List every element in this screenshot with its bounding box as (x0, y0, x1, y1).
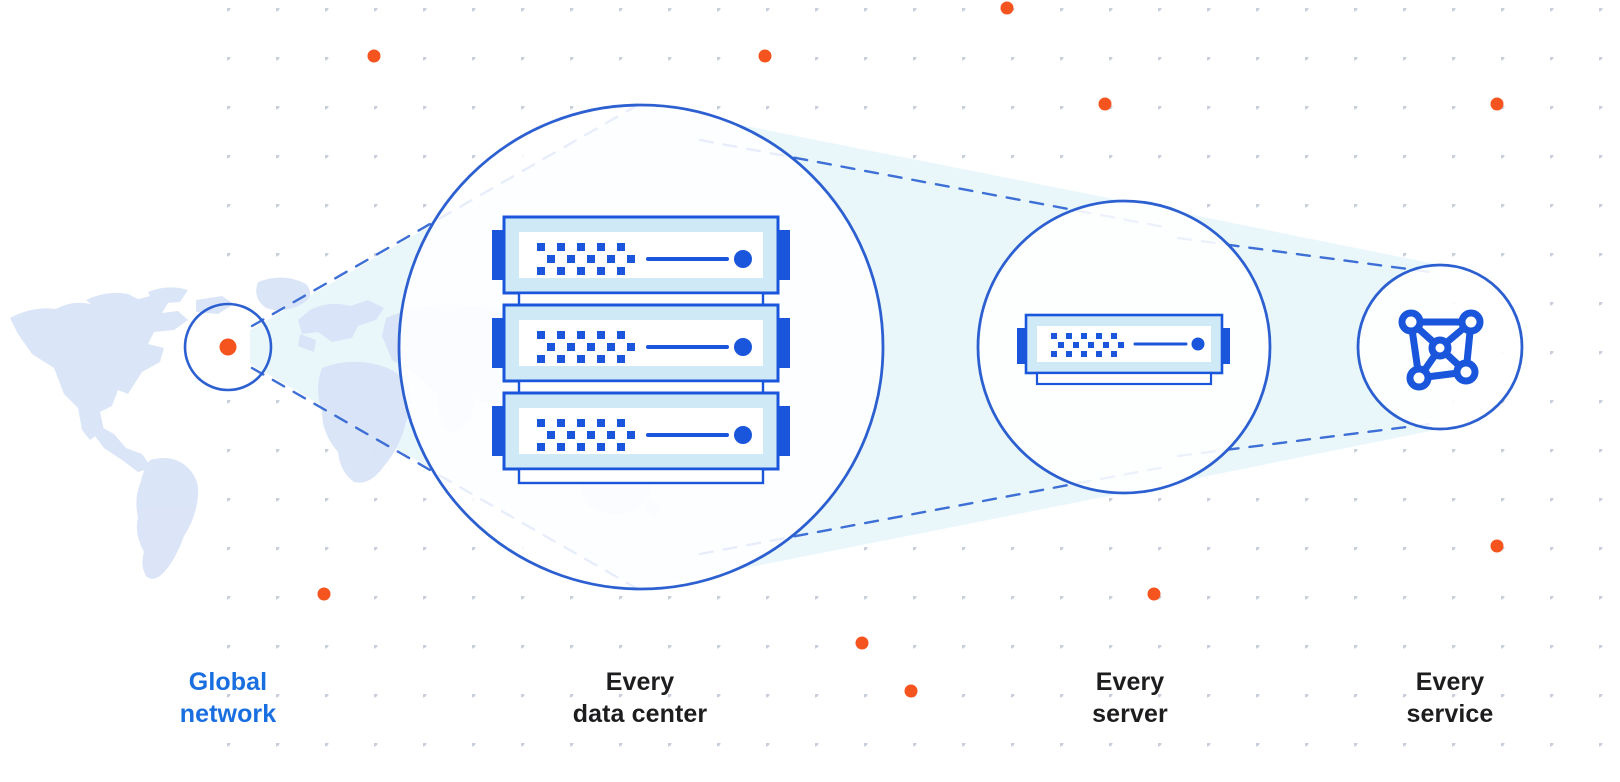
server-led-grid (537, 419, 635, 451)
accent-dot (367, 49, 381, 63)
accent-dot (317, 587, 331, 601)
accent-dot (855, 636, 869, 650)
server-unit (1017, 313, 1230, 386)
server-unit (492, 391, 790, 485)
server-status-dot (1191, 337, 1205, 351)
accent-dot (1098, 97, 1112, 111)
stage-label-global-network: Global network (179, 668, 277, 728)
server-status-dot (734, 250, 752, 268)
accent-dot (758, 49, 772, 63)
stage-server[interactable] (976, 199, 1272, 495)
global-network-circle (183, 302, 273, 392)
accent-dot (1000, 1, 1014, 15)
server-led-grid (537, 331, 635, 363)
stage-label-service: Every service (1406, 668, 1494, 728)
accent-dots (317, 1, 1504, 698)
accent-dot (1147, 587, 1161, 601)
stage-label-data-center: Every data center (572, 668, 708, 728)
server-unit (492, 215, 790, 309)
server-status-dot (734, 426, 752, 444)
connector-server-to-service (1176, 236, 1432, 458)
accent-dot (904, 684, 918, 698)
server-unit (492, 303, 790, 397)
stage-service[interactable] (1356, 263, 1524, 431)
server-status-dot (734, 338, 752, 356)
accent-dot (1490, 97, 1504, 111)
stage-label-server: Every server (1092, 668, 1168, 728)
accent-dot (1490, 539, 1504, 553)
stage-data-center[interactable] (397, 103, 885, 591)
server-led-grid (1051, 333, 1124, 357)
server-led-grid (537, 243, 635, 275)
service-node-points (1398, 309, 1484, 391)
global-network-marker-dot (219, 338, 237, 356)
stage-global-network[interactable] (183, 302, 273, 392)
